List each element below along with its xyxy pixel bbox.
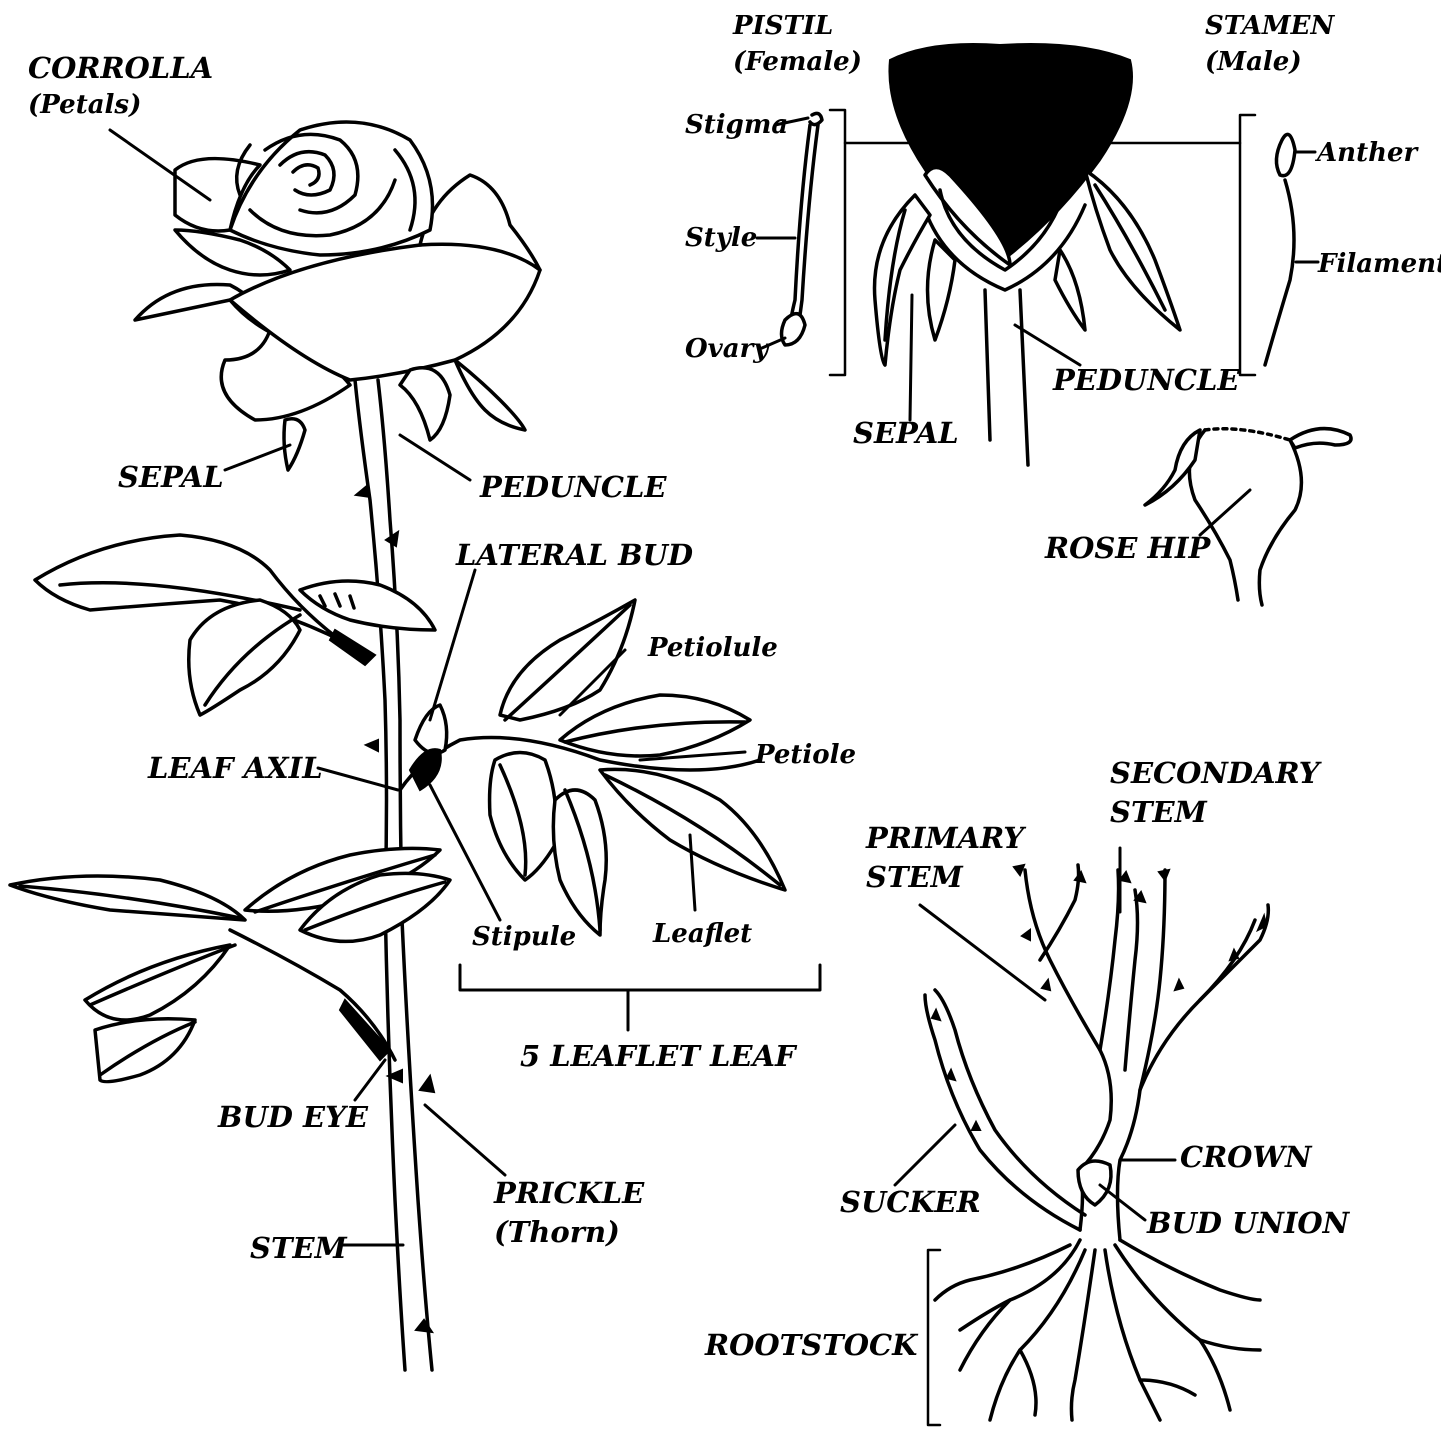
label-anther: Anther (1314, 138, 1420, 168)
label-prickle: PRICKLE (493, 1176, 645, 1210)
label-leaflet: Leaflet (652, 919, 752, 949)
label-bud-union: BUD UNION (1146, 1206, 1351, 1240)
label-thorn: (Thorn) (494, 1215, 620, 1249)
label-male: (Male) (1205, 47, 1302, 77)
label-sepal-right: SEPAL (853, 416, 959, 450)
label-petiolule: Petiolule (647, 633, 778, 663)
label-secondary-stem-1: SECONDARY (1110, 756, 1323, 790)
label-crown: CROWN (1180, 1140, 1313, 1174)
label-ovary: Ovary (685, 334, 770, 364)
label-rootstock: ROOTSTOCK (704, 1328, 919, 1362)
label-sepal-left: SEPAL (118, 460, 224, 494)
label-primary-stem-1: PRIMARY (865, 821, 1027, 855)
label-bud-eye: BUD EYE (217, 1100, 369, 1134)
label-peduncle-right: PEDUNCLE (1052, 363, 1240, 397)
rose-flower (135, 122, 540, 470)
label-filament: Filament (1317, 249, 1441, 279)
flower-cross-section (875, 44, 1181, 465)
label-rose-hip: ROSE HIP (1044, 531, 1211, 565)
label-stem: STEM (250, 1231, 348, 1265)
label-primary-stem-2: STEM (866, 860, 964, 894)
lower-leaves (10, 848, 450, 1081)
label-peduncle-left: PEDUNCLE (479, 470, 667, 504)
label-petiole: Petiole (754, 740, 856, 770)
pistil-drawing (782, 113, 823, 345)
label-style: Style (685, 223, 757, 253)
label-petals: (Petals) (28, 90, 141, 120)
label-stamen: STAMEN (1205, 11, 1335, 41)
rose-hip-drawing (1145, 429, 1351, 605)
label-sucker: SUCKER (840, 1185, 981, 1219)
label-secondary-stem-2: STEM (1110, 795, 1208, 829)
label-lateral-bud: LATERAL BUD (455, 538, 693, 572)
label-stigma: Stigma (685, 110, 788, 140)
label-leaf-axil: LEAF AXIL (147, 751, 323, 785)
bush-callout-lines (895, 848, 1175, 1425)
label-stipule: Stipule (472, 922, 576, 952)
label-female: (Female) (733, 47, 862, 77)
label-corrolla: CORROLLA (28, 51, 213, 85)
stamen-drawing (1265, 134, 1295, 365)
label-five-leaflet-leaf: 5 LEAFLET LEAF (520, 1039, 798, 1073)
label-pistil: PISTIL (732, 11, 833, 41)
